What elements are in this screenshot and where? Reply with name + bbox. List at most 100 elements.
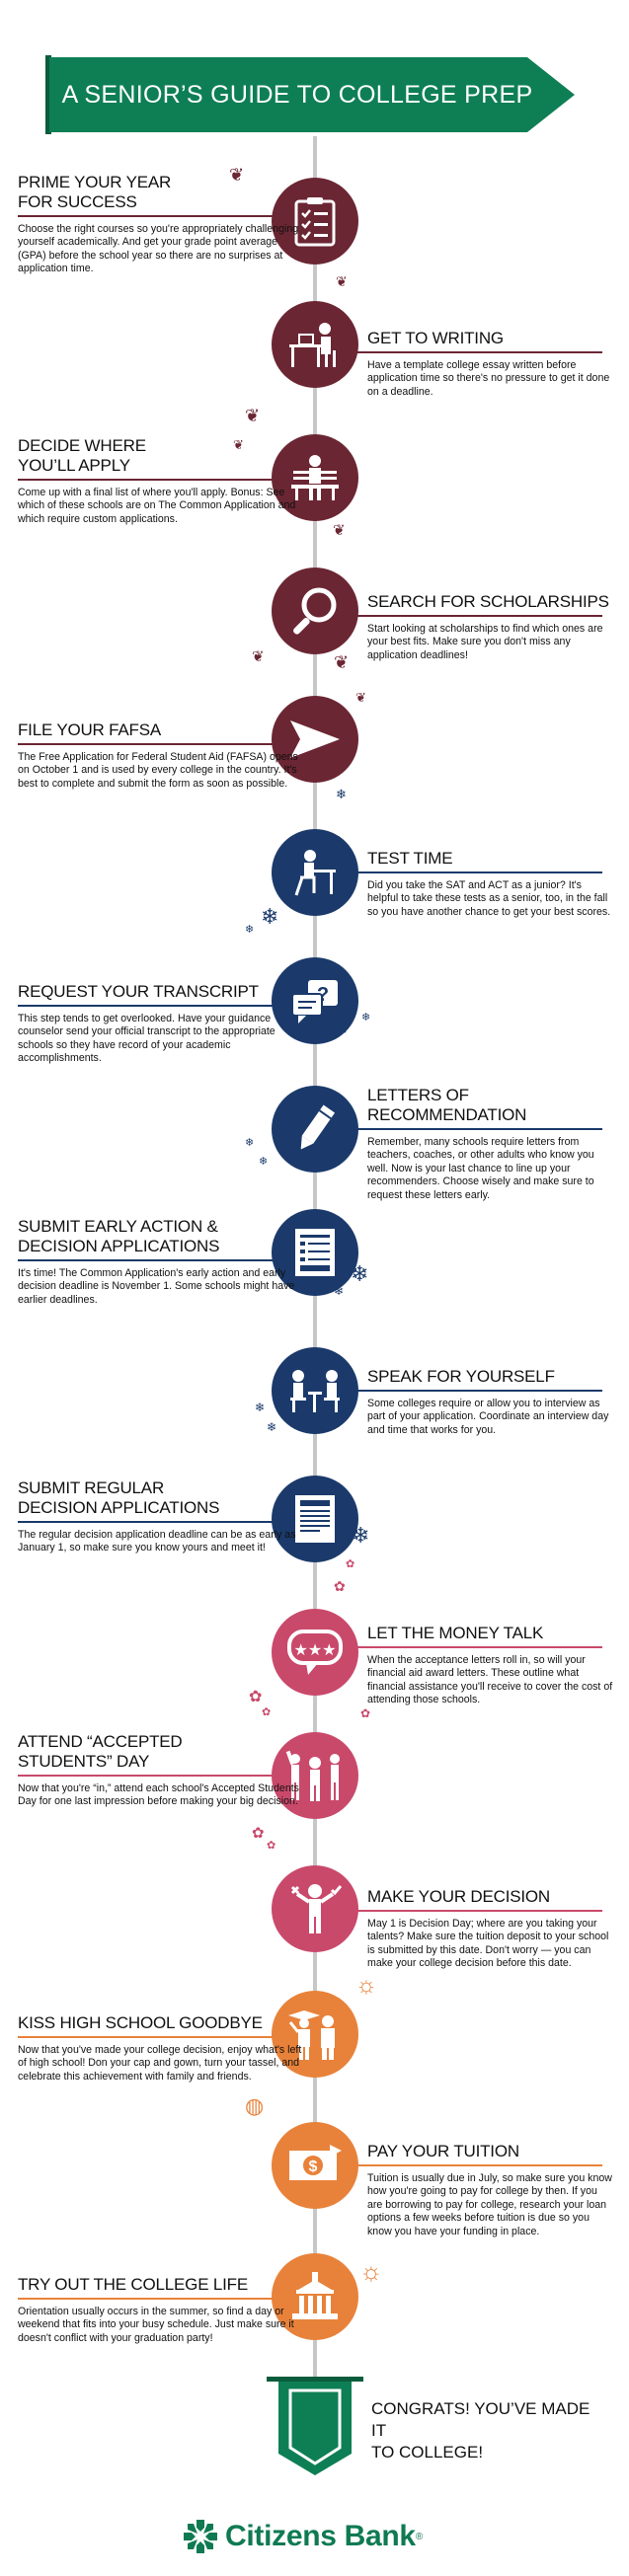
step-title-line: YOU’LL APPLY [18, 456, 130, 475]
step-title-line: PAY YOUR TUITION [367, 2142, 519, 2160]
step-title-line: STUDENTS” DAY [18, 1752, 150, 1771]
step-rule [18, 1259, 276, 1261]
step-description: Start looking at scholarships to find wh… [367, 623, 603, 661]
leaf-icon: ❦ [336, 273, 348, 289]
step-title: SPEAK FOR YOURSELF [367, 1367, 614, 1387]
writing-desk-icon [287, 321, 343, 368]
step-rule [355, 2164, 602, 2166]
rating-bubble-icon: ★★★ [286, 1628, 344, 1677]
step-title-line: SUBMIT REGULAR [18, 1478, 165, 1497]
step-title: PAY YOUR TUITION [367, 2142, 614, 2161]
snowflake-icon: ❄ [334, 1284, 345, 1298]
step-title-line: DECISION APPLICATIONS [18, 1237, 220, 1255]
logo-text: Citizens Bank [225, 2520, 416, 2552]
checklist-icon [290, 195, 340, 247]
citizens-bank-logo: Citizens Bank ® [184, 2517, 423, 2556]
writing-desk-circle [272, 301, 358, 388]
step-rule [355, 871, 602, 873]
snowflake-icon: ❄ [361, 1012, 371, 1023]
flower-icon: ✿ [360, 1706, 371, 1720]
step-rule [355, 1646, 602, 1648]
step-title-line: RECOMMENDATION [367, 1105, 527, 1124]
step-title: SEARCH FOR SCHOLARSHIPS [367, 592, 614, 612]
step-title-line: KISS HIGH SCHOOL GOODBYE [18, 2013, 263, 2032]
step-rule [355, 615, 602, 617]
flower-icon: ✿ [249, 1689, 263, 1705]
decision-person-icon [288, 1882, 342, 1935]
form-icon [292, 1226, 338, 1279]
step-title-line: FOR SUCCESS [18, 192, 137, 211]
logo-mark-icon [184, 2520, 217, 2553]
timeline-step: SUBMIT EARLY ACTION &DECISION APPLICATIO… [18, 1217, 306, 1307]
step-description: Have a template college essay written be… [367, 359, 610, 398]
step-title: TEST TIME [367, 849, 614, 869]
step-title: FILE YOUR FAFSA [18, 720, 306, 740]
step-title: LET THE MONEY TALK [367, 1624, 614, 1643]
step-title-line: REQUEST YOUR TRANSCRIPT [18, 982, 259, 1001]
step-rule [18, 479, 276, 481]
step-description: It's time! The Common Application's earl… [18, 1267, 295, 1306]
pennant-icon [267, 2377, 363, 2475]
step-description: Now that you've made your college decisi… [18, 2044, 302, 2083]
step-rule [18, 2036, 276, 2038]
graduates-circle [272, 1991, 358, 2078]
step-title-line: TEST TIME [367, 849, 453, 868]
magnifier-circle [272, 568, 358, 654]
step-description: Come up with a final list of where you'l… [18, 487, 296, 525]
money-circle: $ [272, 2122, 358, 2209]
paper-plane-icon [288, 717, 342, 762]
congrats-line: CONGRATS! YOU’VE MADE IT [371, 2399, 590, 2440]
page-title: A SENIOR’S GUIDE TO COLLEGE PREP [61, 81, 533, 109]
banner-shape [45, 55, 575, 134]
leaf-icon: ❦ [252, 648, 265, 665]
step-title-line: DECISION APPLICATIONS [18, 1498, 220, 1517]
step-title-line: LETTERS OF [367, 1086, 469, 1104]
step-title-line: SUBMIT EARLY ACTION & [18, 1217, 218, 1236]
step-title-line: DECIDE WHERE [18, 436, 146, 455]
snowflake-icon: ❄ [259, 1156, 269, 1168]
bench-icon [289, 453, 341, 502]
step-description: The regular decision application deadlin… [18, 1529, 296, 1554]
leaf-icon: ❦ [355, 690, 366, 705]
step-title: TRY OUT THE COLLEGE LIFE [18, 2275, 306, 2295]
step-description: Did you take the SAT and ACT as a junior… [367, 879, 611, 918]
decision-person-circle [272, 1865, 358, 1952]
pencil-icon [290, 1102, 340, 1156]
rating-bubble-circle: ★★★ [272, 1609, 358, 1696]
pencil-circle [272, 1086, 358, 1173]
college-building-circle [272, 2253, 358, 2340]
timeline-step: GET TO WRITING Have a template college es… [355, 329, 614, 399]
step-rule [18, 2298, 276, 2300]
checklist-circle [272, 178, 358, 265]
step-description: May 1 is Decision Day; where are you tak… [367, 1918, 609, 1970]
step-description: Tuition is usually due in July, so make … [367, 2172, 612, 2237]
magnifier-icon [289, 585, 341, 637]
snowflake-icon: ❄ [330, 1017, 349, 1041]
step-title: KISS HIGH SCHOOL GOODBYE [18, 2013, 306, 2033]
timeline-step: TEST TIME Did you take the SAT and ACT as… [355, 849, 614, 919]
step-title-line: SPEAK FOR YOURSELF [367, 1367, 555, 1386]
sun-icon: ☼ [359, 2256, 383, 2286]
test-taker-circle [272, 829, 358, 916]
test-taker-icon [290, 848, 340, 897]
step-rule [355, 1128, 602, 1130]
form-circle [272, 1209, 358, 1296]
step-title-line: GET TO WRITING [367, 329, 504, 347]
beach-ball-icon: ◍ [245, 2093, 265, 2118]
snowflake-icon: ❄ [255, 1401, 266, 1414]
interview-circle [272, 1347, 358, 1434]
step-title-line: LET THE MONEY TALK [367, 1624, 544, 1642]
svg-text:★★★: ★★★ [293, 1640, 336, 1659]
group-circle [272, 1732, 358, 1819]
step-description: Choose the right courses so you're appro… [18, 223, 299, 275]
leaf-icon: ❦ [229, 165, 245, 185]
paper-plane-circle [272, 696, 358, 783]
step-description: Now that you're “in,” attend each school… [18, 1782, 299, 1808]
